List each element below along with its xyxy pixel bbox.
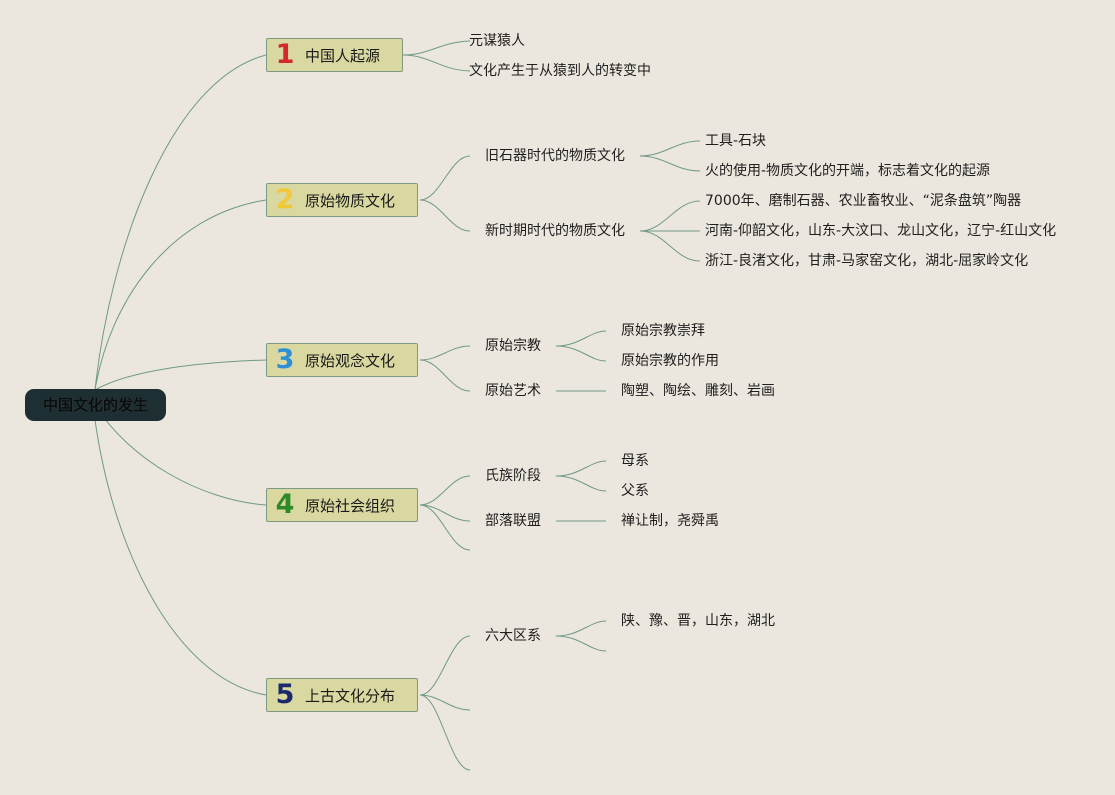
sub-node[interactable]: 原始艺术 <box>485 383 541 399</box>
branch-node-3[interactable]: 3 原始观念文化 <box>266 343 418 377</box>
leaf-node[interactable]: 浙江-良渚文化，甘肃-马家窑文化，湖北-屈家岭文化 <box>705 253 1029 269</box>
branch-label: 原始物质文化 <box>305 191 396 210</box>
branch-node-5[interactable]: 5 上古文化分布 <box>266 678 418 712</box>
root-node[interactable]: 中国文化的发生 <box>25 389 166 421</box>
priority-3-icon: 3 <box>275 344 295 375</box>
leaf-node[interactable]: 河南-仰韶文化，山东-大汶口、龙山文化，辽宁-红山文化 <box>705 223 1057 239</box>
sub-node[interactable]: 氏族阶段 <box>485 468 541 484</box>
leaf-node[interactable]: 工具-石块 <box>705 133 767 149</box>
sub-node[interactable]: 六大区系 <box>485 628 541 644</box>
branch-label: 上古文化分布 <box>305 686 396 705</box>
priority-2-icon: 2 <box>275 184 295 215</box>
sub-node[interactable]: 部落联盟 <box>485 513 541 529</box>
branch-node-2[interactable]: 2 原始物质文化 <box>266 183 418 217</box>
leaf-node[interactable]: 7000年、磨制石器、农业畜牧业、“泥条盘筑”陶器 <box>705 193 1022 209</box>
root-label: 中国文化的发生 <box>42 396 148 414</box>
priority-1-icon: 1 <box>275 39 295 70</box>
sub-node[interactable]: 旧石器时代的物质文化 <box>485 148 625 164</box>
branch-label: 原始社会组织 <box>305 496 396 515</box>
leaf-node[interactable]: 母系 <box>621 453 649 469</box>
branch-label: 中国人起源 <box>305 46 381 65</box>
priority-4-icon: 4 <box>275 489 295 520</box>
leaf-node[interactable]: 禅让制，尧舜禹 <box>621 513 719 529</box>
leaf-node[interactable]: 陕、豫、晋，山东，湖北 <box>621 613 775 629</box>
leaf-node[interactable]: 陶塑、陶绘、雕刻、岩画 <box>621 383 775 399</box>
branch-node-4[interactable]: 4 原始社会组织 <box>266 488 418 522</box>
leaf-node[interactable]: 火的使用-物质文化的开端，标志着文化的起源 <box>705 163 991 179</box>
branch-label: 原始观念文化 <box>305 351 396 370</box>
leaf-node[interactable]: 原始宗教的作用 <box>621 353 719 369</box>
leaf-node[interactable]: 原始宗教崇拜 <box>621 323 705 339</box>
sub-node[interactable]: 原始宗教 <box>485 338 541 354</box>
priority-5-icon: 5 <box>275 679 295 710</box>
leaf-node[interactable]: 元谋猿人 <box>469 33 525 49</box>
branch-node-1[interactable]: 1 中国人起源 <box>266 38 403 72</box>
sub-node[interactable]: 新时期时代的物质文化 <box>485 223 625 239</box>
leaf-node[interactable]: 文化产生于从猿到人的转变中 <box>469 63 651 79</box>
leaf-node[interactable]: 父系 <box>621 483 649 499</box>
